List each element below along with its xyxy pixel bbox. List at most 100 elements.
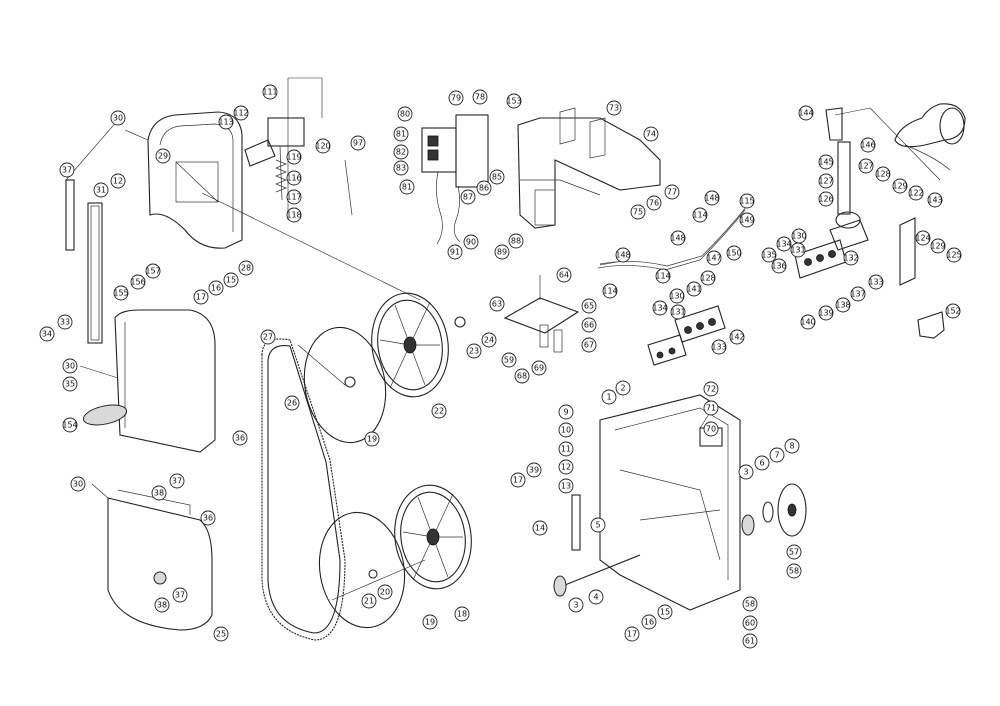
callout-2: 2	[615, 380, 631, 396]
svg-text:12: 12	[561, 463, 571, 472]
svg-text:13: 13	[561, 482, 571, 491]
svg-text:127: 127	[818, 177, 833, 186]
svg-text:1: 1	[606, 393, 611, 402]
svg-text:131: 131	[670, 308, 685, 317]
callout-17b: 17	[510, 472, 526, 488]
band-saw-blade	[261, 338, 346, 641]
callout-67: 67	[581, 337, 597, 353]
svg-text:70: 70	[706, 425, 716, 434]
callout-35: 35	[62, 376, 78, 392]
callout-58b: 58	[742, 596, 758, 612]
svg-text:60: 60	[745, 619, 755, 628]
callout-133a: 133	[868, 274, 884, 290]
callout-37c: 37	[172, 587, 188, 603]
svg-text:118: 118	[286, 211, 301, 220]
svg-text:91: 91	[450, 248, 460, 257]
callout-28: 28	[238, 260, 254, 276]
svg-text:19: 19	[425, 618, 435, 627]
svg-text:16: 16	[644, 618, 654, 627]
callout-37: 37	[59, 162, 75, 178]
svg-text:142: 142	[729, 333, 744, 342]
svg-text:19: 19	[367, 435, 377, 444]
svg-text:68: 68	[517, 372, 527, 381]
callout-116: 116	[286, 170, 302, 186]
svg-text:90: 90	[466, 238, 476, 247]
svg-text:148: 148	[615, 251, 630, 260]
svg-text:14: 14	[535, 524, 545, 533]
svg-text:65: 65	[584, 302, 594, 311]
callout-71: 71	[703, 400, 719, 416]
callout-130b: 130	[669, 288, 685, 304]
callout-15: 15	[223, 272, 239, 288]
callout-14: 14	[532, 520, 548, 536]
svg-text:81: 81	[396, 130, 406, 139]
guide-post-assembly	[825, 103, 966, 339]
svg-text:18: 18	[457, 610, 467, 619]
callout-132: 132	[843, 250, 859, 266]
svg-text:135: 135	[761, 251, 776, 260]
upper-frame-casting	[517, 107, 661, 229]
svg-text:26: 26	[287, 399, 297, 408]
callout-23: 23	[466, 343, 482, 359]
svg-text:80: 80	[400, 110, 410, 119]
svg-text:12: 12	[113, 177, 123, 186]
callout-148c: 148	[615, 247, 631, 263]
callout-10: 10	[558, 422, 574, 438]
svg-text:64: 64	[559, 271, 569, 280]
svg-text:134: 134	[652, 304, 667, 313]
callout-3a: 3	[568, 597, 584, 613]
svg-text:11: 11	[561, 445, 571, 454]
callout-139: 139	[818, 305, 834, 321]
svg-text:79: 79	[451, 94, 461, 103]
callout-73: 73	[606, 100, 622, 116]
svg-text:85: 85	[492, 173, 502, 182]
svg-text:147: 147	[706, 254, 721, 263]
svg-text:61: 61	[745, 637, 755, 646]
svg-text:119: 119	[286, 153, 301, 162]
callout-153: 153	[506, 93, 522, 109]
svg-text:120: 120	[315, 142, 330, 151]
svg-text:83: 83	[396, 164, 406, 173]
svg-text:17: 17	[627, 630, 637, 639]
callout-136: 136	[771, 258, 787, 274]
svg-text:67: 67	[584, 341, 594, 350]
callout-12: 12	[110, 173, 126, 189]
svg-text:141: 141	[686, 285, 701, 294]
callout-66: 66	[581, 317, 597, 333]
callout-63: 63	[489, 296, 505, 312]
callout-111: 111	[262, 84, 278, 100]
callout-141: 141	[686, 281, 702, 297]
callout-5: 5	[590, 517, 606, 533]
svg-text:139: 139	[818, 309, 833, 318]
svg-text:17: 17	[196, 293, 206, 302]
callout-21: 21	[361, 593, 377, 609]
callout-16: 16	[208, 280, 224, 296]
callout-86: 86	[476, 180, 492, 196]
tires	[303, 326, 406, 629]
callout-68: 68	[514, 368, 530, 384]
callout-134b: 134	[652, 300, 668, 316]
callout-58a: 58	[786, 563, 802, 579]
callout-38a: 38	[151, 485, 167, 501]
callout-36b: 36	[200, 510, 216, 526]
svg-text:130: 130	[791, 232, 806, 241]
svg-text:86: 86	[479, 184, 489, 193]
callout-24: 24	[481, 332, 497, 348]
svg-text:36: 36	[235, 434, 245, 443]
callout-22: 22	[431, 403, 447, 419]
svg-text:66: 66	[584, 321, 594, 330]
svg-text:116: 116	[286, 174, 301, 183]
svg-text:59: 59	[504, 356, 514, 365]
svg-text:35: 35	[65, 380, 75, 389]
callout-147: 147	[706, 250, 722, 266]
svg-text:5: 5	[595, 521, 600, 530]
callout-138: 138	[835, 297, 851, 313]
callout-11: 11	[558, 441, 574, 457]
callout-128b: 128	[700, 270, 716, 286]
callout-36a: 36	[232, 430, 248, 446]
svg-text:4: 4	[593, 593, 598, 602]
callout-143: 143	[927, 192, 943, 208]
svg-text:127: 127	[858, 162, 873, 171]
callout-135: 135	[761, 247, 777, 263]
svg-text:153: 153	[506, 97, 521, 106]
